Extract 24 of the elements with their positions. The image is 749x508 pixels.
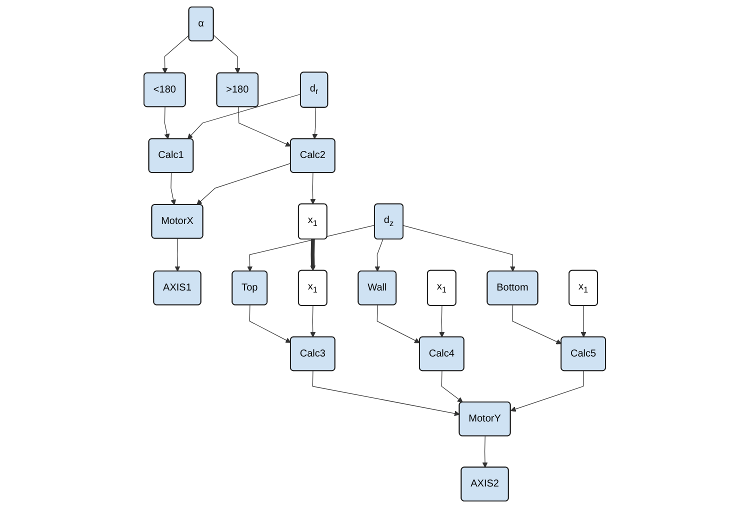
arrow bbox=[312, 370, 460, 416]
arrow bbox=[249, 304, 291, 343]
arrow bbox=[174, 238, 180, 272]
arrow bbox=[376, 304, 420, 344]
arrow bbox=[310, 306, 316, 338]
arrow bbox=[310, 239, 316, 271]
arrow bbox=[246, 224, 375, 272]
arrow bbox=[441, 370, 463, 403]
arrow bbox=[374, 239, 383, 272]
arrow bbox=[512, 304, 562, 344]
arrow bbox=[162, 34, 190, 74]
arrow bbox=[170, 172, 176, 206]
arrow bbox=[580, 306, 586, 338]
arrow bbox=[196, 163, 291, 206]
arrow bbox=[402, 225, 516, 272]
arrow bbox=[438, 306, 444, 338]
arrow bbox=[238, 106, 291, 147]
arrow bbox=[164, 106, 170, 140]
arrow bbox=[213, 34, 240, 74]
arrow bbox=[482, 436, 488, 468]
arrow bbox=[312, 107, 318, 140]
arrow bbox=[187, 94, 301, 140]
arrow bbox=[310, 172, 316, 204]
arrow bbox=[510, 370, 584, 412]
